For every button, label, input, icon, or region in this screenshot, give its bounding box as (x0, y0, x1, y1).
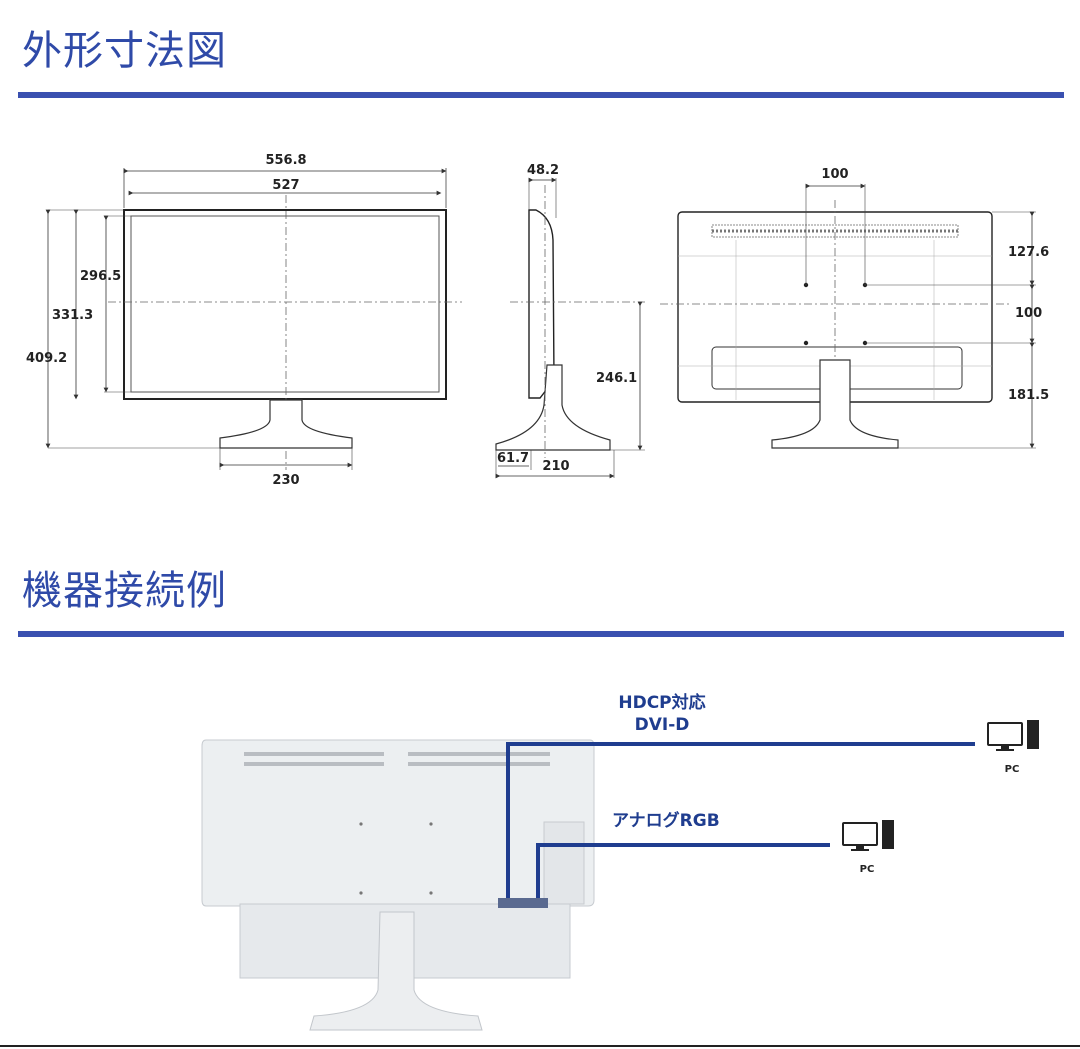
dim-base-depth: 210 (542, 459, 569, 474)
dim-vesa-width: 100 (821, 167, 848, 182)
dim-screen-width: 527 (272, 178, 299, 193)
side-view: 48.2 246.1 61.7 210 (495, 163, 645, 479)
pc-icon-analog: PC (842, 820, 894, 875)
dimensions-title: 外形寸法図 (22, 28, 227, 74)
dim-overall-width: 556.8 (265, 153, 306, 168)
dvi-label-line2: DVI-D (635, 715, 690, 735)
dim-vesa-to-bottom: 181.5 (1008, 388, 1049, 403)
pc-label-1: PC (1005, 764, 1020, 775)
dim-overall-height: 409.2 (26, 351, 67, 366)
monitor-stand-photo (309, 911, 483, 1031)
pc-icon-dvi: PC (987, 720, 1039, 775)
connection-divider (18, 631, 1064, 637)
rear-view: 100 127.6 100 181.5 (660, 167, 1049, 449)
dim-panel-height: 331.3 (52, 308, 93, 323)
front-stand (219, 399, 353, 449)
dim-height-center: 246.1 (596, 371, 637, 386)
side-stand (495, 364, 611, 451)
pc-tower-icon (1027, 720, 1039, 749)
analog-label: アナログRGB (612, 810, 720, 831)
connection-title: 機器接続例 (22, 568, 227, 614)
dvi-cable (506, 742, 975, 906)
dim-vesa-height: 100 (1015, 306, 1042, 321)
front-view: 556.8 527 409.2 331.3 296.5 230 (26, 153, 462, 488)
pc-monitor-icon (987, 722, 1023, 746)
dim-base-offset: 61.7 (497, 451, 529, 466)
dvi-label-line1: HDCP対応 (618, 692, 705, 713)
pc-tower-icon (882, 820, 894, 849)
connection-diagram: HDCP対応 DVI-D アナログRGB PC PC (201, 692, 1039, 1031)
dim-stand-width: 230 (272, 473, 299, 488)
pc-label-2: PC (860, 864, 875, 875)
dimensions-divider (18, 92, 1064, 98)
vga-cable (536, 843, 830, 906)
dim-top-to-vesa: 127.6 (1008, 245, 1049, 260)
dim-depth-top: 48.2 (527, 163, 559, 178)
dim-screen-height: 296.5 (80, 269, 121, 284)
pc-monitor-icon (842, 822, 878, 846)
front-screen (130, 215, 440, 393)
